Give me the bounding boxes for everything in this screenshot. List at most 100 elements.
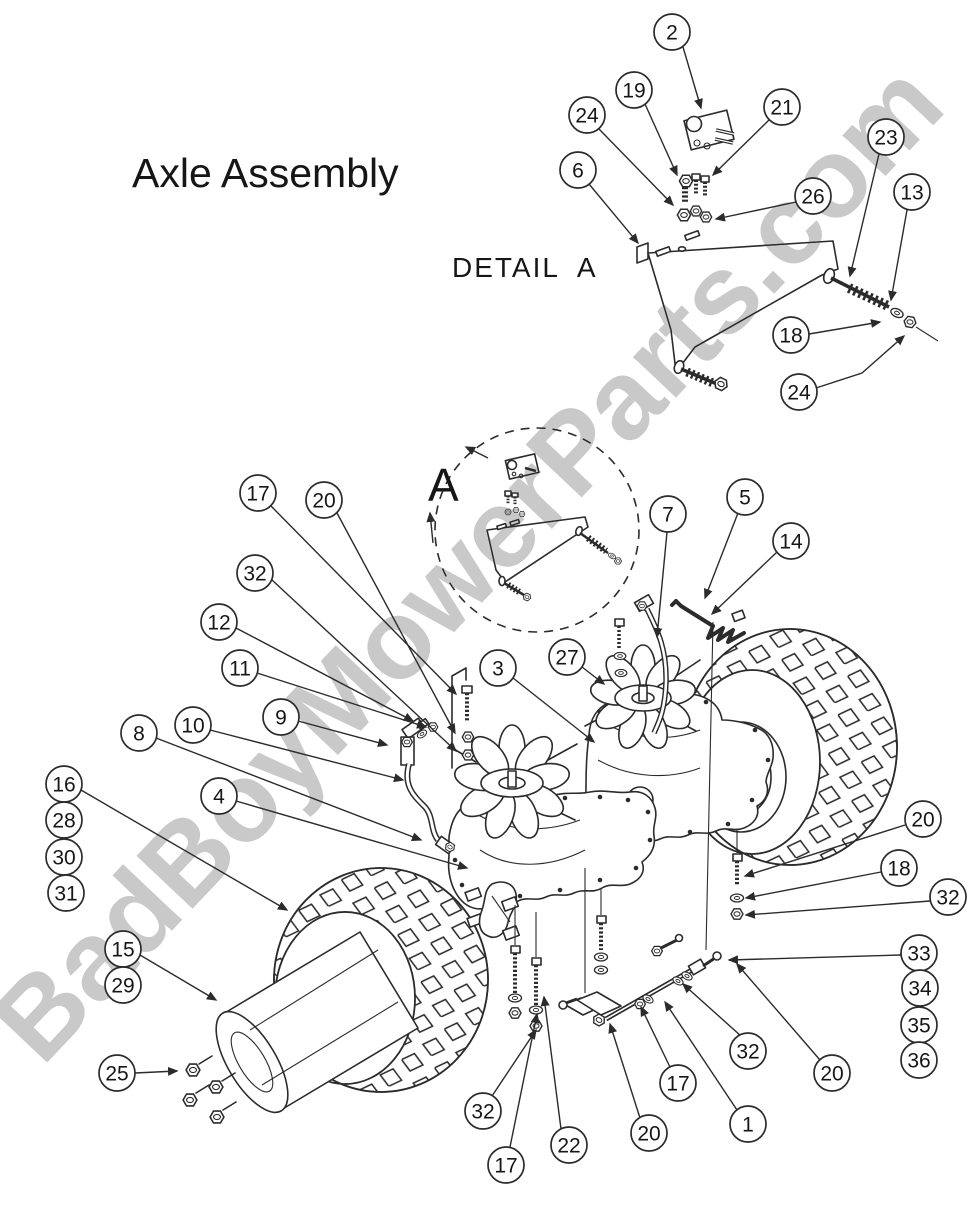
leader-22-43 — [540, 995, 562, 1130]
detail-a-callout-circle — [426, 427, 640, 633]
leader-17-41 — [640, 1005, 671, 1068]
svg-text:31: 31 — [54, 883, 77, 906]
leader-17-10 — [270, 505, 458, 696]
svg-text:20: 20 — [911, 809, 934, 832]
leader-20-42 — [608, 1022, 641, 1119]
svg-text:16: 16 — [52, 774, 75, 797]
leader-21-3 — [711, 119, 770, 177]
svg-text:35: 35 — [907, 1015, 930, 1038]
balloon-23-6: 23 — [867, 118, 905, 156]
balloon-33-34: 33 — [900, 934, 938, 972]
hanging-bolts — [507, 853, 745, 1032]
svg-text:26: 26 — [801, 186, 824, 209]
leader-1-40 — [664, 1000, 738, 1111]
balloon-13-7: 13 — [893, 173, 931, 211]
leader-20-11 — [336, 512, 456, 735]
balloon-27-27: 27 — [548, 638, 586, 676]
svg-text:25: 25 — [105, 1063, 128, 1086]
svg-text:7: 7 — [662, 504, 674, 527]
balloon-26-5: 26 — [794, 177, 832, 215]
leader-lines — [80, 46, 931, 1148]
balloon-18-8: 18 — [772, 316, 810, 354]
leader-5-29 — [704, 512, 739, 600]
svg-text:24: 24 — [787, 382, 811, 405]
svg-text:8: 8 — [133, 723, 145, 746]
page-title: Axle Assembly — [132, 150, 399, 196]
leader-23-6 — [847, 153, 880, 278]
leader-24-2 — [597, 127, 675, 207]
hydraulic-hose-right — [633, 593, 669, 735]
svg-text:20: 20 — [637, 1123, 660, 1146]
balloon-5-29: 5 — [726, 478, 764, 516]
balloon-29-24: 29 — [104, 966, 142, 1004]
balloon-17-44: 17 — [487, 1146, 525, 1184]
balloon-14-30: 14 — [772, 522, 810, 560]
leader-20-39 — [736, 962, 821, 1061]
bolt-stack-left — [461, 685, 475, 761]
leader-2-0 — [682, 46, 703, 110]
leader-32-45 — [491, 1028, 537, 1097]
leader-8-17 — [155, 737, 423, 841]
construction-lines — [514, 621, 738, 993]
svg-text:21: 21 — [770, 97, 793, 120]
balloon-10-16: 10 — [174, 706, 212, 744]
leader-10-16 — [209, 729, 405, 783]
leader-13-7 — [888, 209, 908, 302]
svg-text:15: 15 — [111, 939, 134, 962]
leader-26-5 — [714, 201, 797, 222]
balloon-18-32: 18 — [880, 849, 918, 887]
balloon-3-26: 3 — [479, 649, 517, 687]
leader-6-4 — [588, 183, 639, 245]
balloon-15-23: 15 — [104, 930, 142, 968]
balloon-36-37: 36 — [900, 1041, 938, 1079]
svg-text:9: 9 — [275, 707, 287, 730]
svg-text:17: 17 — [494, 1155, 517, 1178]
balloon-25-25: 25 — [98, 1054, 136, 1092]
left-axle-bracket — [464, 881, 521, 941]
svg-text:5: 5 — [739, 487, 751, 510]
leader-18-8 — [808, 319, 882, 335]
balloon-20-31: 20 — [904, 800, 942, 838]
balloon-6-4: 6 — [559, 151, 597, 189]
svg-text:34: 34 — [908, 978, 932, 1001]
svg-text:17: 17 — [246, 483, 269, 506]
balloon-2-0: 2 — [653, 13, 691, 51]
balloon-17-10: 17 — [239, 474, 277, 512]
svg-text:18: 18 — [779, 325, 802, 348]
balloon-32-45: 32 — [464, 1092, 502, 1130]
leader-4-18 — [235, 800, 469, 870]
leader-3-26 — [512, 677, 596, 743]
svg-text:6: 6 — [572, 160, 584, 183]
svg-text:17: 17 — [666, 1073, 689, 1096]
svg-text:32: 32 — [736, 1041, 759, 1064]
balloon-11-14: 11 — [221, 649, 259, 687]
balloon-20-39: 20 — [813, 1054, 851, 1092]
svg-text:32: 32 — [243, 563, 266, 586]
bolt-above-right-fan — [613, 618, 628, 678]
leader-33-34 — [727, 954, 902, 965]
svg-text:19: 19 — [622, 80, 645, 103]
balloon-28-20: 28 — [45, 801, 83, 839]
svg-text:2: 2 — [666, 22, 678, 45]
leader-11-14 — [256, 672, 428, 729]
balloon-32-12: 32 — [236, 554, 274, 592]
svg-text:20: 20 — [312, 490, 335, 513]
balloon-24-9: 24 — [780, 373, 818, 411]
axle-tube — [215, 931, 419, 1114]
balloon-32-33: 32 — [929, 878, 967, 916]
svg-text:36: 36 — [907, 1050, 930, 1073]
balloon-17-41: 17 — [659, 1064, 697, 1102]
detail-a-label: DETAIL A — [452, 252, 598, 283]
balloon-12-13: 12 — [200, 603, 238, 641]
balloon-16-19: 16 — [45, 765, 83, 803]
leader-27-27 — [581, 666, 606, 685]
svg-text:1: 1 — [742, 1114, 754, 1137]
svg-text:20: 20 — [820, 1063, 843, 1086]
balloon-32-38: 32 — [729, 1032, 767, 1070]
balloon-34-35: 34 — [901, 969, 939, 1007]
leader-15-23 — [139, 954, 218, 1001]
svg-text:10: 10 — [181, 715, 204, 738]
svg-text:32: 32 — [936, 887, 959, 910]
